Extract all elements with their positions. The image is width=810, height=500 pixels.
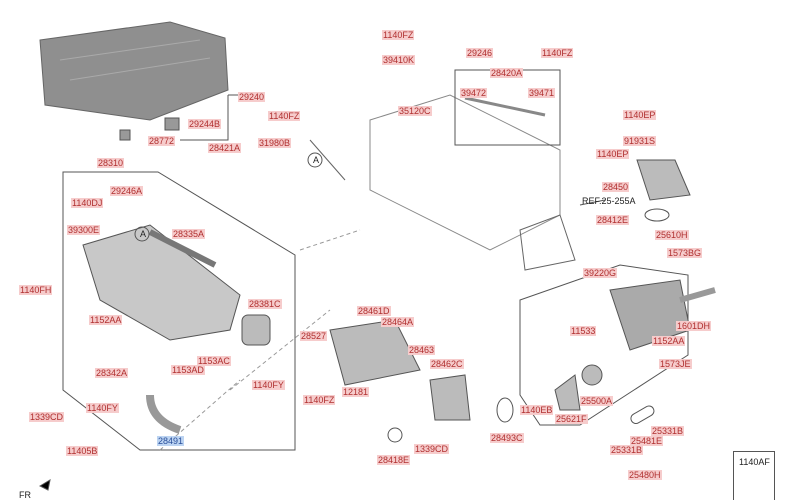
part-label[interactable]: 35120C bbox=[398, 106, 432, 116]
part-label[interactable]: 39220G bbox=[583, 268, 618, 278]
reference-label[interactable]: REF.25-255A bbox=[582, 196, 636, 206]
part-label[interactable]: 1153AD bbox=[171, 365, 205, 375]
front-indicator: FR bbox=[19, 490, 31, 500]
cylinder-head bbox=[369, 94, 561, 251]
part-label[interactable]: 28412E bbox=[596, 215, 630, 225]
callout-a: A bbox=[140, 229, 147, 239]
part-label[interactable]: 1339CD bbox=[29, 412, 65, 422]
part-label[interactable]: 25621F bbox=[555, 414, 588, 424]
part-label[interactable]: 25331B bbox=[610, 445, 644, 455]
part-label[interactable]: 11405B bbox=[66, 446, 99, 456]
part-label[interactable]: 1140FY bbox=[86, 403, 119, 413]
part-label[interactable]: 1140FY bbox=[252, 380, 285, 390]
part-label[interactable]: 1140EP bbox=[623, 110, 657, 120]
part-label[interactable]: 31980B bbox=[258, 138, 292, 148]
part-label[interactable]: 12181 bbox=[342, 387, 370, 397]
part-label[interactable]: 25331B bbox=[651, 426, 685, 436]
egr-cooler bbox=[329, 319, 421, 386]
part-label[interactable]: 11533 bbox=[570, 326, 597, 336]
part-label[interactable]: 28420A bbox=[490, 68, 524, 78]
callout-a: A bbox=[313, 155, 320, 165]
intake-manifold bbox=[82, 224, 241, 341]
part-label[interactable]: 25481E bbox=[630, 436, 664, 446]
part-label[interactable]: 28527 bbox=[300, 331, 328, 341]
part-label[interactable]: 1140AF bbox=[739, 457, 770, 467]
part-label[interactable]: 28464A bbox=[381, 317, 415, 327]
part-label[interactable]: 25610H bbox=[655, 230, 689, 240]
part-label[interactable]: 1140DJ bbox=[71, 198, 104, 208]
egr-frame bbox=[519, 264, 689, 426]
part-label[interactable]: 91931S bbox=[623, 136, 657, 146]
part-label[interactable]: 28310 bbox=[97, 158, 125, 168]
part-label[interactable]: 28462C bbox=[430, 359, 464, 369]
part-label[interactable]: 28381C bbox=[248, 299, 282, 309]
part-label[interactable]: 1573JE bbox=[659, 359, 692, 369]
part-label[interactable]: 29240 bbox=[238, 92, 266, 102]
part-label[interactable]: 1140FZ bbox=[541, 48, 574, 58]
part-label[interactable]: 25500A bbox=[580, 396, 614, 406]
part-label[interactable]: 28493C bbox=[490, 433, 524, 443]
part-label[interactable]: 28335A bbox=[172, 229, 206, 239]
part-label[interactable]: 39410K bbox=[382, 55, 416, 65]
part-label[interactable]: 1140FH bbox=[19, 285, 53, 295]
intake-manifold-frame bbox=[62, 171, 296, 451]
part-label[interactable]: 1152AA bbox=[89, 315, 123, 325]
part-label[interactable]: 1153AC bbox=[197, 356, 231, 366]
part-label[interactable]: 28421A bbox=[208, 143, 242, 153]
part-label[interactable]: 1339CD bbox=[414, 444, 450, 454]
part-label[interactable]: 29246A bbox=[110, 186, 144, 196]
part-label[interactable]: 29246 bbox=[466, 48, 494, 58]
part-label[interactable]: 28461D bbox=[357, 306, 391, 316]
hardware-box: 1140AF bbox=[733, 451, 775, 500]
part-label[interactable]: 39471 bbox=[528, 88, 556, 98]
part-label[interactable]: 28772 bbox=[148, 136, 176, 146]
part-label[interactable]: 1140EP bbox=[596, 149, 630, 159]
part-label[interactable]: 1140EB bbox=[520, 405, 554, 415]
part-label[interactable]: 1152AA bbox=[652, 336, 686, 346]
part-label[interactable]: 29244B bbox=[188, 119, 222, 129]
part-label[interactable]: 1601DH bbox=[676, 321, 712, 331]
part-label[interactable]: 1573BG bbox=[667, 248, 703, 258]
engine-cover bbox=[39, 21, 229, 121]
part-label[interactable]: 28463 bbox=[408, 345, 436, 355]
part-label[interactable]: 28342A bbox=[95, 368, 129, 378]
part-label[interactable]: 39300E bbox=[67, 225, 101, 235]
selected-part-label[interactable]: 28491 bbox=[157, 436, 185, 446]
part-label[interactable]: 1140FZ bbox=[303, 395, 336, 405]
part-label[interactable]: 28418E bbox=[377, 455, 411, 465]
part-label[interactable]: 1140FZ bbox=[382, 30, 415, 40]
part-label[interactable]: 28450 bbox=[602, 182, 630, 192]
part-label[interactable]: 39472 bbox=[460, 88, 488, 98]
part-label[interactable]: 1140FZ bbox=[268, 111, 301, 121]
part-label[interactable]: 25480H bbox=[628, 470, 662, 480]
